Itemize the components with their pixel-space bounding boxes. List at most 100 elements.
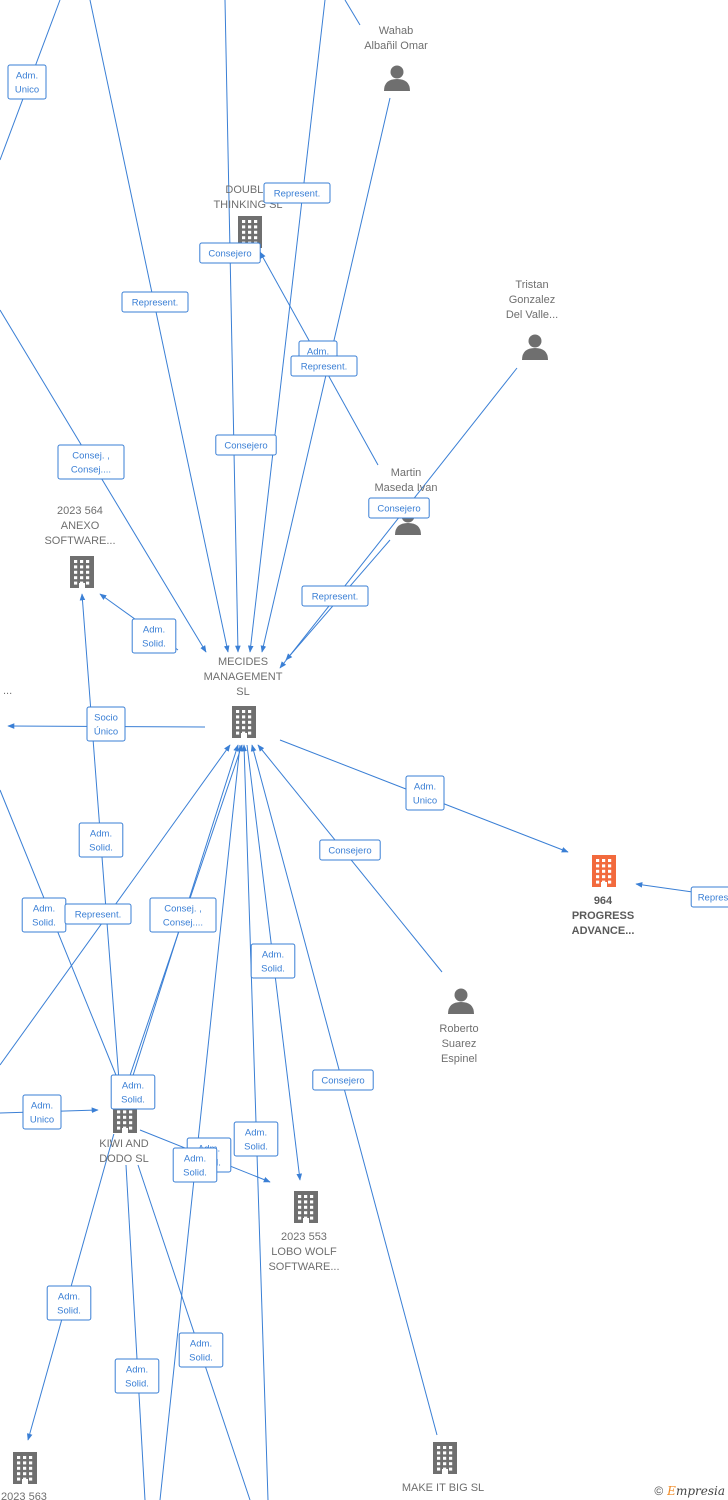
- relation-badge-text: Solid.: [121, 1095, 145, 1106]
- relation-badge-text: Adm.: [126, 1365, 148, 1376]
- relation-badge-text: Adm.: [122, 1081, 144, 1092]
- relation-badge-text: Consejero: [328, 846, 371, 857]
- relation-badge-text: Adm.: [190, 1339, 212, 1350]
- relation-badge-text: Solid.: [89, 843, 113, 854]
- relation-badge-text: Unico: [15, 85, 39, 96]
- relation-badge-text: Represent.: [312, 592, 358, 603]
- relation-badge-text: Adm.: [262, 950, 284, 961]
- relation-badge-text: Solid.: [142, 639, 166, 650]
- relation-badge[interactable]: Adm. Unico: [22, 1094, 62, 1130]
- company-icon[interactable]: [11, 1451, 39, 1485]
- relation-badge-text: Adm.: [31, 1101, 53, 1112]
- relation-badge-text: Consej....: [71, 465, 111, 476]
- relation-badge-text: Solid.: [57, 1306, 81, 1317]
- empresia-credit: ©Empresia: [654, 1484, 725, 1498]
- relation-badge-text: Represent.: [301, 362, 347, 373]
- person-icon[interactable]: [384, 65, 410, 92]
- relation-badge[interactable]: Adm. Solid.: [178, 1332, 224, 1368]
- relation-badge[interactable]: Repres: [690, 886, 728, 908]
- relation-badge[interactable]: Adm. Solid.: [233, 1121, 279, 1157]
- relation-badge[interactable]: Consej. , Consej....: [57, 444, 125, 480]
- relation-badge-text: Adm.: [143, 625, 165, 636]
- relation-edge: [159, 744, 241, 1500]
- relation-badge-text: Solid.: [32, 918, 56, 929]
- relation-badge[interactable]: Consej. , Consej....: [149, 897, 217, 933]
- relation-badge-text: Solid.: [125, 1379, 149, 1390]
- relation-badge-text: Solid.: [183, 1168, 207, 1179]
- relation-badge[interactable]: Consejero: [312, 1069, 374, 1091]
- relation-badge[interactable]: Adm. Unico: [405, 775, 445, 811]
- relation-badge[interactable]: Adm. Solid.: [21, 897, 67, 933]
- relation-edge: [89, 0, 230, 653]
- company-icon[interactable]: [68, 555, 96, 589]
- node-label-makeit[interactable]: MAKE IT BIG SL: [402, 1482, 484, 1494]
- relation-badge-text: Solid.: [261, 964, 285, 975]
- relation-badge-text: Adm.: [414, 782, 436, 793]
- relation-badge-text: Consej. ,: [72, 451, 110, 462]
- relation-badge[interactable]: Adm. Solid.: [131, 618, 177, 654]
- empresia-logo: Empresia: [667, 1484, 725, 1498]
- relation-badge-text: Adm.: [33, 904, 55, 915]
- relation-badge-text: Adm.: [184, 1154, 206, 1165]
- relation-badge-text: Represent.: [274, 189, 320, 200]
- copyright-icon: ©: [654, 1484, 664, 1498]
- relation-badge[interactable]: Consejero: [319, 839, 381, 861]
- relation-badge-text: Consej....: [163, 918, 203, 929]
- relation-badge[interactable]: Consejero: [199, 242, 261, 264]
- relation-badge-text: Represent.: [132, 298, 178, 309]
- relation-badge-text: Consej. ,: [164, 904, 202, 915]
- relation-edge: [27, 1111, 121, 1441]
- relation-badge-text: Adm.: [307, 347, 329, 358]
- relation-badge[interactable]: Adm.Unico: [7, 64, 47, 100]
- relation-edge: [224, 0, 241, 653]
- relation-badge-text: Unico: [413, 796, 437, 807]
- relation-edge: [247, 0, 326, 653]
- node-label-n563[interactable]: 2023 563: [1, 1491, 47, 1500]
- relation-badge[interactable]: Adm. Solid.: [250, 943, 296, 979]
- company-icon[interactable]: [230, 705, 258, 739]
- person-icon[interactable]: [522, 334, 548, 361]
- relation-badge[interactable]: Adm.Solid.: [78, 822, 124, 858]
- relation-edge: [344, 0, 361, 26]
- relation-badge[interactable]: Represent.: [263, 182, 331, 204]
- relation-badge-text: Repres: [698, 893, 728, 904]
- relation-badge[interactable]: Adm. Solid.: [172, 1147, 218, 1183]
- relation-edge: [125, 1164, 146, 1500]
- relation-badge-text: Socio: [94, 713, 118, 724]
- relation-badge-text: Adm.: [245, 1128, 267, 1139]
- relation-badge-text: Unico: [30, 1115, 54, 1126]
- relation-badge-text: Adm.: [58, 1292, 80, 1303]
- person-icon[interactable]: [448, 988, 474, 1015]
- relation-badge[interactable]: Represent.: [301, 585, 369, 607]
- company-icon[interactable]: [431, 1441, 459, 1475]
- node-label-leftcut[interactable]: ...: [3, 685, 12, 697]
- relation-badge-text: Solid.: [244, 1142, 268, 1153]
- relation-badge[interactable]: Represent.: [64, 903, 132, 925]
- company-icon[interactable]: [590, 854, 618, 888]
- relation-badge[interactable]: Adm. Solid.: [114, 1358, 160, 1394]
- relation-edge: [0, 309, 207, 653]
- relation-badge[interactable]: Adm. Solid.: [46, 1285, 92, 1321]
- company-icon[interactable]: [292, 1190, 320, 1224]
- relation-badge[interactable]: Represent.: [290, 355, 358, 377]
- relation-badge[interactable]: Consejero: [368, 497, 430, 519]
- relation-badge-text: Solid.: [189, 1353, 213, 1364]
- relation-badge[interactable]: Consejero: [215, 434, 277, 456]
- relation-badge-text: Único: [94, 727, 118, 738]
- relation-badge-text: Represent.: [75, 910, 121, 921]
- relation-badge[interactable]: Represent.: [121, 291, 189, 313]
- relation-badge[interactable]: Adm. Solid.: [110, 1074, 156, 1110]
- relation-badge-text: Consejero: [377, 504, 420, 515]
